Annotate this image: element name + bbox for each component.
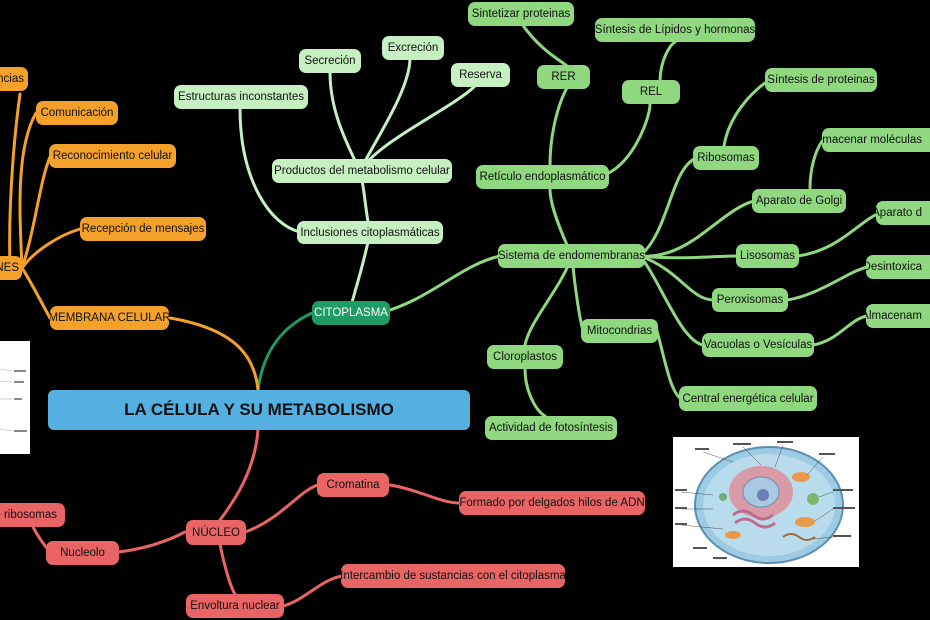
node-ribosomas-label: Ribosomas — [697, 152, 755, 164]
node-envoltura-label: Envoltura nuclear — [190, 600, 280, 612]
node-rer-label: RER — [551, 71, 576, 83]
node-citoplasma: CITOPLASMA — [312, 301, 390, 325]
node-funciones-label: NES — [0, 262, 19, 274]
node-reconocimiento: Reconocimiento celular — [49, 144, 176, 168]
node-peroxisomas-label: Peroxisomas — [716, 294, 784, 306]
node-inclusiones: Inclusiones citoplasmáticas — [297, 221, 443, 244]
node-rer-fn-label: Sintetizar proteinas — [471, 8, 571, 20]
node-ribosomas: Ribosomas — [693, 146, 759, 170]
node-cloroplastos: Cloroplastos — [487, 345, 563, 369]
node-peroxisomas: Peroxisomas — [712, 288, 788, 312]
node-recepcion-label: Recepción de mensajes — [81, 223, 205, 235]
node-cromatina-fn-label: Formado por delgados hilos de ADN — [459, 497, 645, 509]
node-inclusiones-label: Inclusiones citoplasmáticas — [300, 226, 440, 239]
node-envoltura: Envoltura nuclear — [186, 594, 284, 618]
node-endomembranas: Sistema de endomembranas — [498, 244, 645, 268]
node-peroxisomas-fn-label: Desintoxica — [866, 261, 922, 273]
node-nucleo: NÚCLEO — [186, 520, 246, 545]
node-nucleolo-fn-label: e ribosomas — [0, 509, 57, 521]
node-nucleolo: Nucleolo — [46, 541, 119, 565]
node-lisosomas-label: Lisosomas — [740, 250, 795, 262]
membrane-diagram-illustration — [0, 368, 27, 432]
node-nucleolo-fn: e ribosomas — [0, 503, 65, 527]
main-title-text: LA CÉLULA Y SU METABOLISMO — [124, 400, 394, 419]
node-envoltura-fn: Intercambio de sustancias con el citopla… — [341, 564, 565, 588]
node-golgi-label: Aparato de Golgi — [755, 195, 843, 207]
node-citoplasma-label: CITOPLASMA — [314, 307, 388, 319]
node-excrecion: Excreción — [382, 36, 444, 60]
node-membrana: MEMBRANA CELULAR — [50, 306, 169, 330]
node-rel: REL — [622, 80, 680, 104]
node-funciones: NES — [0, 256, 22, 280]
node-lisosomas-fn: Aparato d — [876, 201, 930, 225]
node-golgi: Aparato de Golgi — [752, 189, 846, 213]
node-ribosomas-fn: Síntesis de proteinas — [765, 68, 877, 92]
node-productos-label: Productos del metabolismo celular — [274, 165, 450, 177]
cell-illustration — [673, 437, 859, 567]
node-estructuras: Estructuras inconstantes — [174, 85, 308, 109]
node-rel-label: REL — [639, 86, 663, 98]
node-mitocondrias-fn-label: Central energética celular — [682, 392, 814, 405]
node-ribosomas-fn-label: Síntesis de proteinas — [767, 74, 875, 86]
node-membrana-top-label: ncias — [0, 73, 24, 85]
node-cloroplastos-fn-label: Actividad de fotosíntesis — [489, 422, 614, 434]
node-reticulo: Retículo endoplasmático — [476, 165, 609, 189]
node-cromatina-fn: Formado por delgados hilos de ADN — [459, 491, 645, 515]
node-estructuras-label: Estructuras inconstantes — [178, 91, 304, 103]
node-golgi-fn: Almacenar moléculas — [822, 128, 930, 152]
node-secrecion: Secreción — [299, 49, 361, 73]
node-productos: Productos del metabolismo celular — [272, 159, 452, 183]
node-lisosomas-fn-label: Aparato d — [876, 207, 922, 219]
node-comunicacion: Comunicación — [36, 101, 118, 125]
node-rer: RER — [537, 65, 590, 89]
node-vacuolas-fn: Almacenam — [866, 304, 930, 328]
node-reserva: Reserva — [451, 63, 510, 87]
node-cloroplastos-fn: Actividad de fotosíntesis — [485, 416, 617, 440]
node-reconocimiento-label: Reconocimiento celular — [52, 150, 173, 162]
node-peroxisomas-fn: Desintoxica — [866, 255, 930, 279]
node-membrana-top: ncias — [0, 67, 28, 91]
cell-illustration-art — [675, 441, 855, 564]
node-rel-fn: Síntesis de Lípidos y hormonas — [595, 18, 755, 42]
node-mitocondrias: Mitocondrias — [581, 319, 658, 343]
node-comunicacion-label: Comunicación — [40, 107, 114, 119]
node-excrecion-label: Excreción — [387, 42, 439, 54]
node-envoltura-fn-label: Intercambio de sustancias con el citopla… — [341, 570, 565, 582]
node-cloroplastos-label: Cloroplastos — [493, 351, 557, 363]
node-golgi-fn-label: Almacenar moléculas — [822, 134, 922, 146]
node-rer-fn: Sintetizar proteinas — [468, 2, 574, 26]
node-secrecion-label: Secreción — [304, 55, 356, 67]
node-membrana-label: MEMBRANA CELULAR — [50, 312, 169, 324]
node-nucleo-label: NÚCLEO — [192, 526, 240, 539]
node-vacuolas: Vacuolas o Vesículas — [702, 333, 814, 357]
node-vacuolas-fn-label: Almacenam — [866, 310, 922, 322]
node-mitocondrias-fn: Central energética celular — [679, 386, 817, 411]
node-recepcion: Recepción de mensajes — [80, 217, 206, 241]
node-mitocondrias-label: Mitocondrias — [586, 325, 653, 337]
node-cromatina: Cromatina — [317, 473, 389, 497]
node-cromatina-label: Cromatina — [326, 479, 380, 491]
node-endomembranas-label: Sistema de endomembranas — [498, 250, 645, 262]
node-rel-fn-label: Síntesis de Lípidos y hormonas — [595, 24, 755, 36]
main-title: LA CÉLULA Y SU METABOLISMO — [48, 390, 470, 430]
node-vacuolas-label: Vacuolas o Vesículas — [703, 339, 813, 351]
node-reticulo-label: Retículo endoplasmático — [479, 171, 606, 183]
membrane-diagram-thumbnail — [0, 341, 30, 454]
node-nucleolo-label: Nucleolo — [60, 547, 105, 559]
node-reserva-label: Reserva — [459, 69, 502, 81]
node-lisosomas: Lisosomas — [736, 244, 799, 268]
